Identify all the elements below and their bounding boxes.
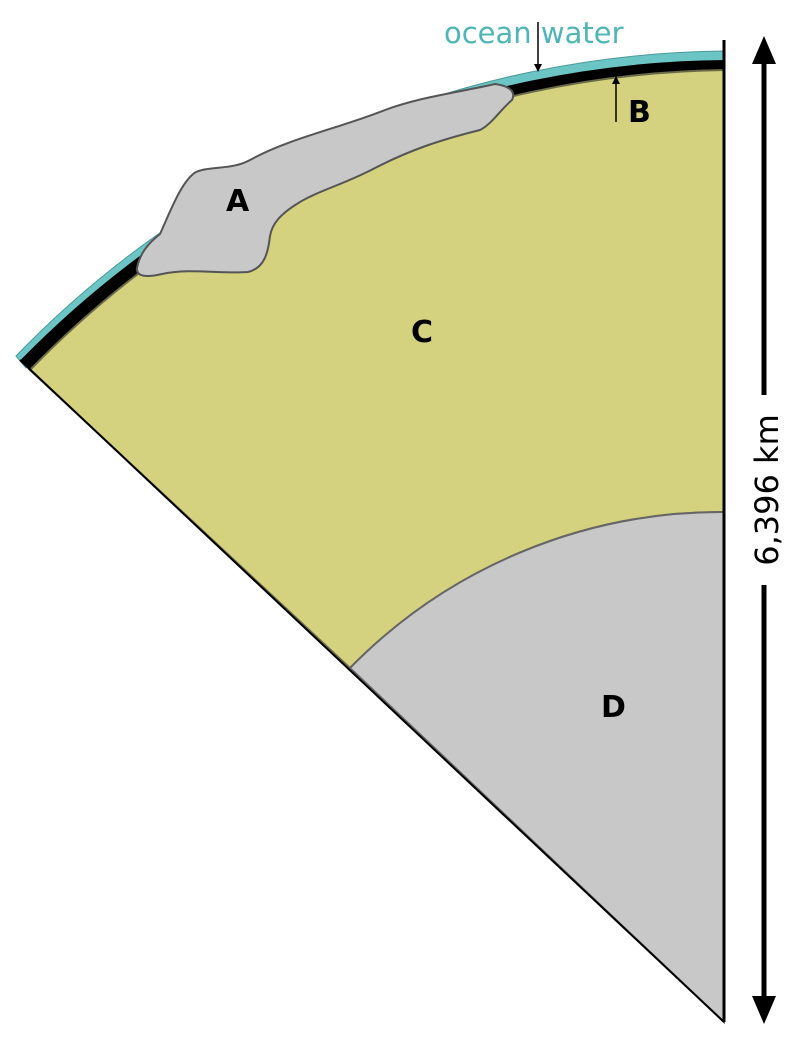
scale-bar-top-arrowhead bbox=[752, 36, 776, 64]
ocean-water-label: ocean water bbox=[444, 16, 624, 50]
layer-d-core bbox=[348, 510, 725, 1025]
layer-c-label: C bbox=[411, 315, 433, 350]
layer-a-continent bbox=[135, 82, 515, 277]
scale-bar-bottom-arrowhead bbox=[752, 996, 776, 1024]
layer-a-label: A bbox=[226, 184, 250, 219]
layer-d-label: D bbox=[601, 690, 626, 725]
radius-label: 6,396 km bbox=[748, 414, 786, 565]
layer-b-label: B bbox=[628, 95, 651, 130]
wedge-diagonal-edge bbox=[19, 359, 725, 1023]
radius-scale-bar: 6,396 km bbox=[748, 36, 786, 1024]
